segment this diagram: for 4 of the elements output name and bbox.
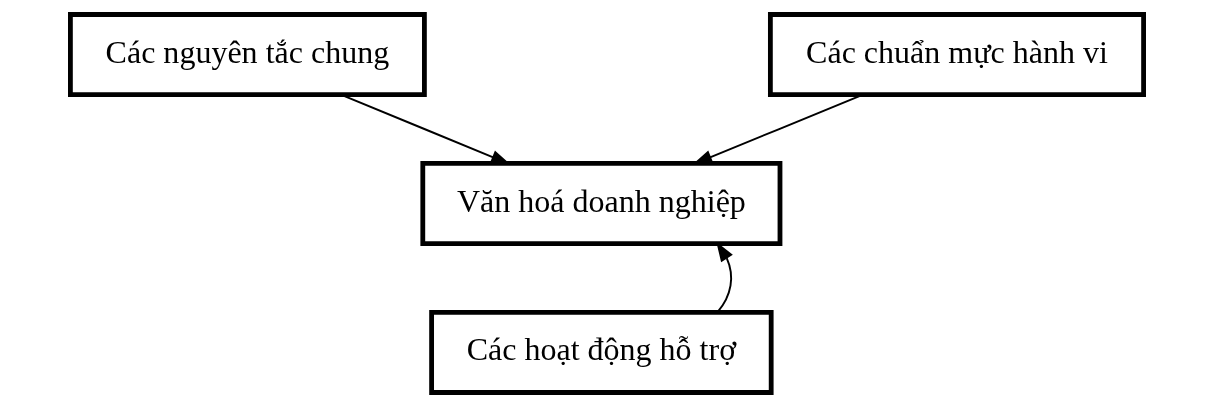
node-box: Các chuẩn mực hành vi [767,12,1146,97]
node-box: Các nguyên tắc chung [67,12,427,97]
node-box: Văn hoá doanh nghiệp [419,161,782,246]
node-box: Các hoạt động hỗ trợ [428,310,774,395]
